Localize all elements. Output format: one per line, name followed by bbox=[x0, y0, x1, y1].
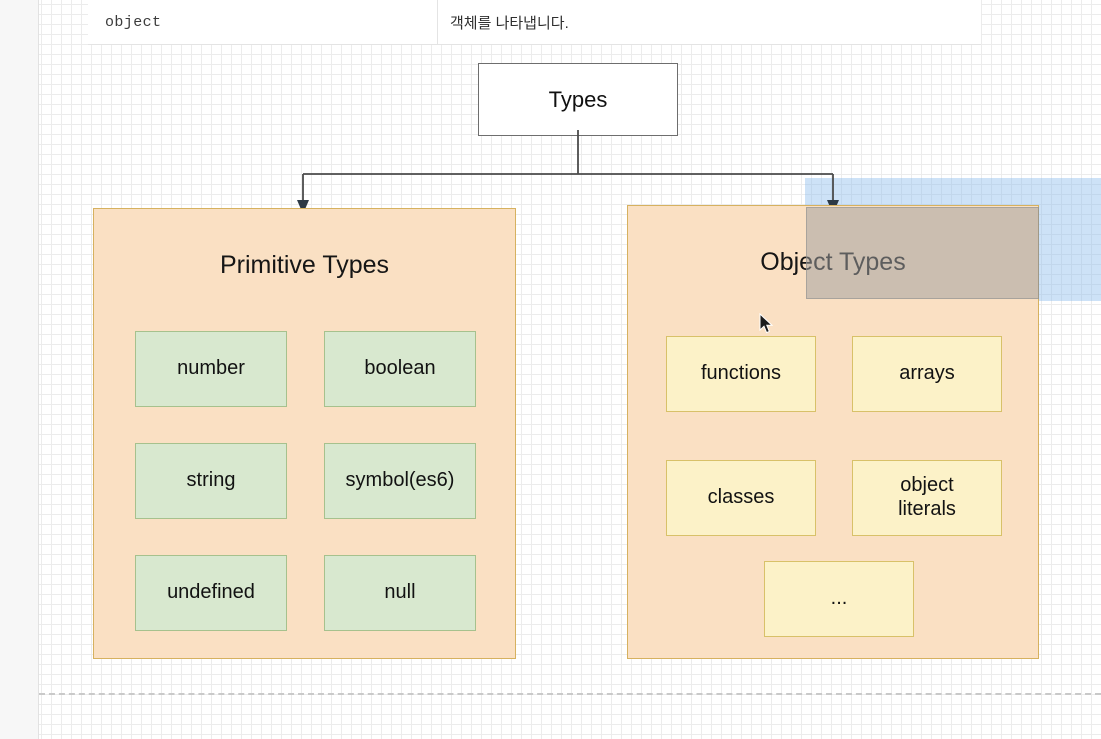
code-text: object bbox=[105, 13, 162, 31]
leaf-boolean-label: boolean bbox=[364, 357, 436, 380]
leaf-symbol-label: symbol(es6) bbox=[345, 469, 455, 492]
leaf-classes[interactable]: classes bbox=[666, 460, 816, 536]
leaf-null-label: null bbox=[384, 581, 416, 604]
leaf-object-literals-label: object literals bbox=[898, 474, 956, 521]
group-primitive-types[interactable]: Primitive Types number boolean string sy… bbox=[93, 208, 516, 659]
leaf-object-literals[interactable]: object literals bbox=[852, 460, 1002, 536]
leaf-ellipsis-label: ... bbox=[830, 587, 848, 610]
leaf-undefined[interactable]: undefined bbox=[135, 555, 287, 631]
gray-overlay-panel bbox=[806, 207, 1039, 299]
table-cell-description: 객체를 나타냅니다. bbox=[438, 0, 981, 44]
arrow-head-left bbox=[297, 200, 309, 214]
document-table-row: object 객체를 나타냅니다. bbox=[88, 0, 981, 45]
leaf-functions-label: functions bbox=[700, 362, 782, 385]
leaf-null[interactable]: null bbox=[324, 555, 476, 631]
leaf-functions[interactable]: functions bbox=[666, 336, 816, 412]
leaf-object-literals-line1: object bbox=[900, 474, 954, 497]
leaf-object-literals-line2: literals bbox=[898, 498, 956, 520]
leaf-arrays-label: arrays bbox=[899, 362, 955, 385]
leaf-boolean[interactable]: boolean bbox=[324, 331, 476, 407]
description-text: 객체를 나타냅니다. bbox=[450, 14, 569, 32]
leaf-arrays[interactable]: arrays bbox=[852, 336, 1002, 412]
group-primitive-types-title: Primitive Types bbox=[219, 251, 390, 279]
mouse-cursor-icon bbox=[759, 313, 774, 334]
table-cell-code: object bbox=[88, 0, 438, 44]
leaf-number[interactable]: number bbox=[135, 331, 287, 407]
leaf-classes-label: classes bbox=[707, 486, 775, 509]
dashed-separator-rule bbox=[39, 693, 1101, 695]
connector-lines bbox=[297, 130, 839, 214]
node-types[interactable]: Types bbox=[478, 63, 678, 136]
leaf-symbol[interactable]: symbol(es6) bbox=[324, 443, 476, 519]
left-gutter-strip bbox=[0, 0, 39, 739]
leaf-number-label: number bbox=[177, 357, 245, 380]
node-types-label: Types bbox=[548, 86, 608, 112]
leaf-undefined-label: undefined bbox=[167, 581, 255, 604]
leaf-ellipsis[interactable]: ... bbox=[764, 561, 914, 637]
leaf-string-label: string bbox=[186, 469, 236, 492]
leaf-string[interactable]: string bbox=[135, 443, 287, 519]
